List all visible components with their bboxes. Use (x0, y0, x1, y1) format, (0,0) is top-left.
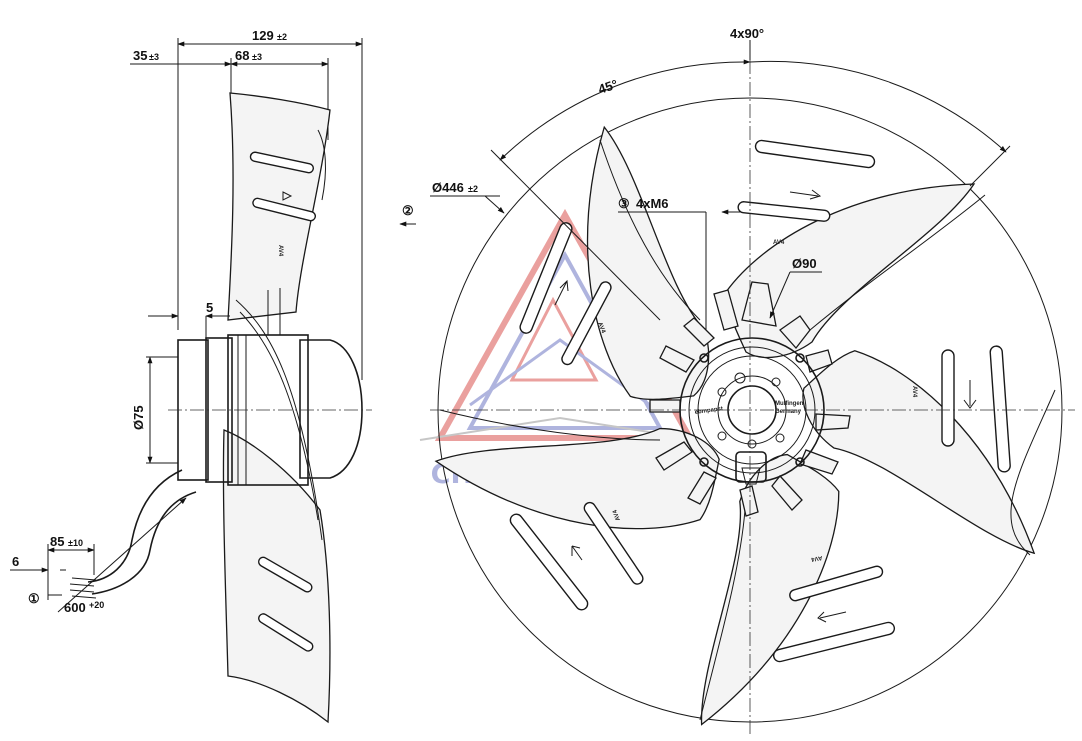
callout-1: ① (28, 591, 40, 606)
hub-depth-tol: ±3 (252, 52, 262, 62)
cable-strip-dim: 6 (12, 554, 19, 569)
cable (87, 469, 183, 583)
overall-length-tol: ±2 (277, 32, 287, 42)
motor-body (299, 339, 363, 479)
overall-length-dim: 129 (252, 28, 274, 43)
motor-offset-dim: 35 (133, 48, 147, 63)
hub-origin-label-1: Mulfingen (775, 401, 804, 407)
side-view: AV4 (10, 38, 372, 724)
fan-diameter-dim: Ø446 (432, 180, 464, 195)
svg-text:AV4: AV4 (277, 245, 283, 257)
side-view-labels: 129 ±2 35 ±3 68 ±3 5 Ø75 6 85 ±10 600 +2… (12, 28, 287, 615)
svg-text:AV4: AV4 (911, 386, 917, 398)
hub-origin-label-2: Germany (775, 409, 802, 415)
hub-fins (649, 281, 851, 517)
svg-text:AV4: AV4 (596, 322, 606, 335)
hub-diameter-dim: Ø90 (792, 256, 817, 271)
angle-dim: 45° (596, 77, 619, 97)
cable-sheath-dim: 85 (50, 534, 64, 549)
cable-sheath-tol: ±10 (68, 538, 83, 548)
svg-text:AV4: AV4 (773, 240, 785, 246)
motor-offset-tol: ±3 (149, 52, 159, 62)
callout-2: ② (402, 203, 414, 218)
blade-profile-lower (222, 429, 331, 724)
mount-thread-dim: 4xM6 (636, 196, 669, 211)
svg-text:AV4: AV4 (612, 508, 622, 521)
front-view-labels: 4x90° 45° Ø446 ±2 ② ③ 4xM6 Ø90 (402, 26, 817, 271)
svg-text:AV4: AV4 (810, 554, 823, 562)
blade-5 (526, 126, 770, 418)
flange-gap-dim: 5 (206, 300, 213, 315)
cable-length-tol: +20 (89, 600, 104, 610)
callout-3: ③ (618, 196, 630, 211)
fan-diameter-tol: ±2 (468, 184, 478, 194)
hub-depth-dim: 68 (235, 48, 249, 63)
motor-diameter-dim: Ø75 (131, 405, 146, 430)
hole-pattern-dim: 4x90° (730, 26, 764, 41)
hub-brand-label: ebmpapst (694, 406, 723, 416)
front-view: AV4 AV4 AV4 AV4 AV4 (399, 40, 1075, 735)
cable-length-dim: 600 (64, 600, 86, 615)
